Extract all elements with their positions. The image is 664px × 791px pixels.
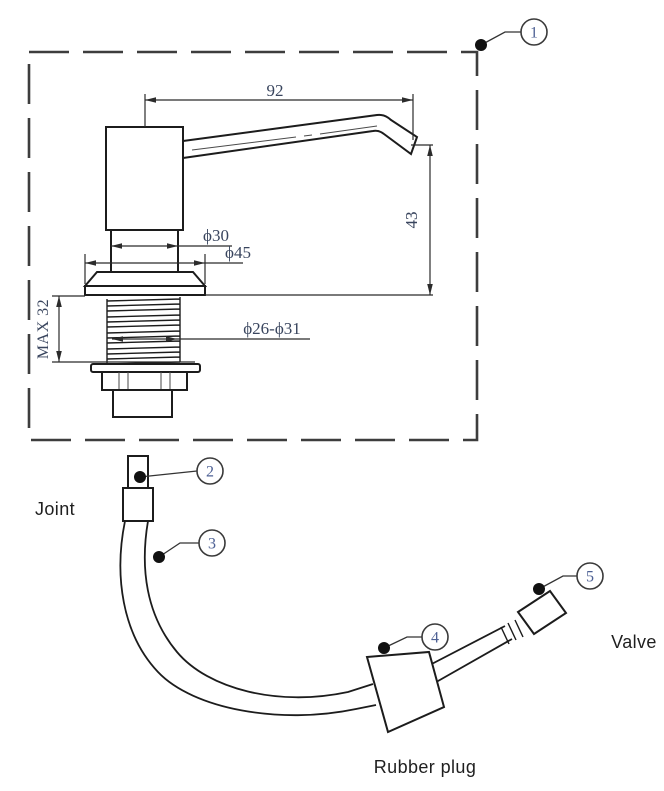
washer — [90, 363, 201, 373]
joint-part — [122, 455, 154, 522]
hose-to-valve — [423, 625, 513, 686]
dim-max32-value: MAX 32 — [35, 299, 52, 359]
hose-part — [119, 520, 513, 717]
mounting-nut — [101, 371, 188, 391]
callout-5-number: 5 — [586, 569, 594, 586]
valve-body — [516, 589, 568, 636]
dimension-body-diameter: ϕ30 — [111, 226, 232, 249]
pump-head — [105, 126, 184, 231]
dimension-max-thickness: MAX 32 — [35, 295, 195, 363]
pump-neck — [110, 230, 179, 272]
valve-threads — [500, 619, 524, 645]
callout-4-number: 4 — [431, 630, 439, 647]
callout-3-number: 3 — [208, 536, 216, 553]
callout-2-number: 2 — [206, 464, 214, 481]
rubber-plug-label: Rubber plug — [374, 757, 476, 777]
dim-d45-value: ϕ45 — [225, 243, 251, 262]
callout-3: 3 — [153, 529, 226, 563]
valve-label: Valve — [611, 632, 657, 652]
joint-label: Joint — [35, 499, 75, 519]
dim-92-value: 92 — [267, 81, 284, 100]
callout-1-number: 1 — [530, 25, 538, 42]
valve-part — [500, 589, 568, 645]
dimension-spout-height: 43 — [205, 144, 433, 296]
spout-centerline — [191, 125, 378, 151]
callout-1: 1 — [475, 18, 548, 51]
tailpiece — [112, 389, 173, 418]
installation-boundary — [27, 50, 479, 442]
dim-43-value: 43 — [402, 212, 421, 229]
threaded-shank — [106, 297, 181, 365]
callout-2: 2 — [134, 457, 224, 485]
dispenser-pump-drawing — [82, 113, 419, 418]
rubber-plug-part — [365, 650, 446, 734]
flange-base — [84, 285, 206, 296]
dim-d30-value: ϕ30 — [203, 226, 229, 245]
nut-facets — [118, 372, 171, 390]
flange-cone — [82, 271, 208, 287]
spout — [182, 113, 419, 159]
callout-5: 5 — [533, 562, 604, 595]
dimension-mount-hole: ϕ26-ϕ31 — [112, 319, 310, 342]
dimension-spout-reach: 92 — [144, 81, 414, 140]
callout-4: 4 — [378, 623, 449, 654]
dimension-flange-diameter: ϕ45 — [84, 243, 251, 284]
dim-d26-d31-value: ϕ26-ϕ31 — [243, 319, 301, 338]
